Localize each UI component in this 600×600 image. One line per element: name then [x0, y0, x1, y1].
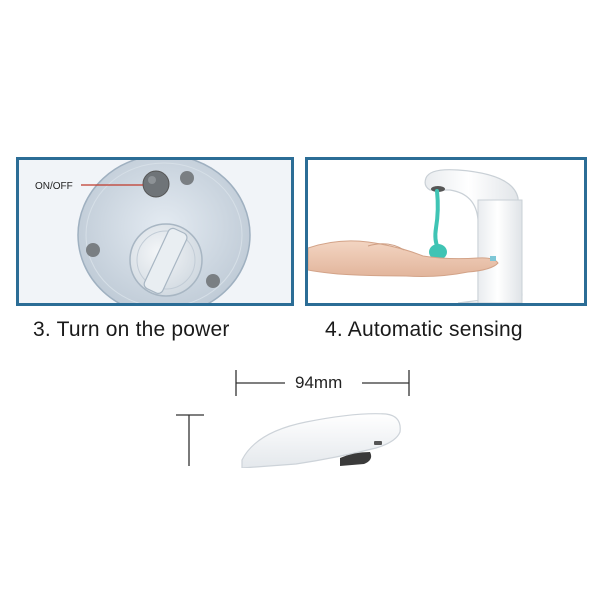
- width-dimension-label: 94mm: [295, 373, 343, 392]
- nozzle: [431, 186, 445, 192]
- dispenser-base-illustration: ON/OFF: [35, 160, 251, 303]
- soap-stream: [433, 189, 440, 250]
- rubber-foot: [206, 274, 220, 288]
- height-dimension-marker: [176, 414, 204, 466]
- dispenser-side-view: [241, 413, 401, 468]
- on-off-label: ON/OFF: [35, 181, 73, 192]
- step-3-image-panel: ON/OFF: [16, 157, 294, 306]
- dispenser-sensor: [374, 441, 382, 445]
- power-switch-button: [142, 170, 170, 198]
- step-4-image-panel: [305, 157, 587, 306]
- rubber-foot: [86, 243, 100, 257]
- step-3-caption: 3. Turn on the power: [33, 318, 230, 341]
- automatic-sensing-illustration: [308, 169, 523, 303]
- dispenser-head: [241, 413, 401, 468]
- hand: [308, 240, 499, 277]
- dispenser-nozzle-opening: [340, 452, 372, 466]
- width-dimension-marker: [235, 370, 410, 396]
- soap-drop: [429, 244, 447, 260]
- sensor-light: [490, 256, 496, 261]
- cap-grip: [143, 227, 188, 294]
- rubber-foot: [180, 171, 194, 185]
- step-4-caption: 4. Automatic sensing: [325, 318, 523, 341]
